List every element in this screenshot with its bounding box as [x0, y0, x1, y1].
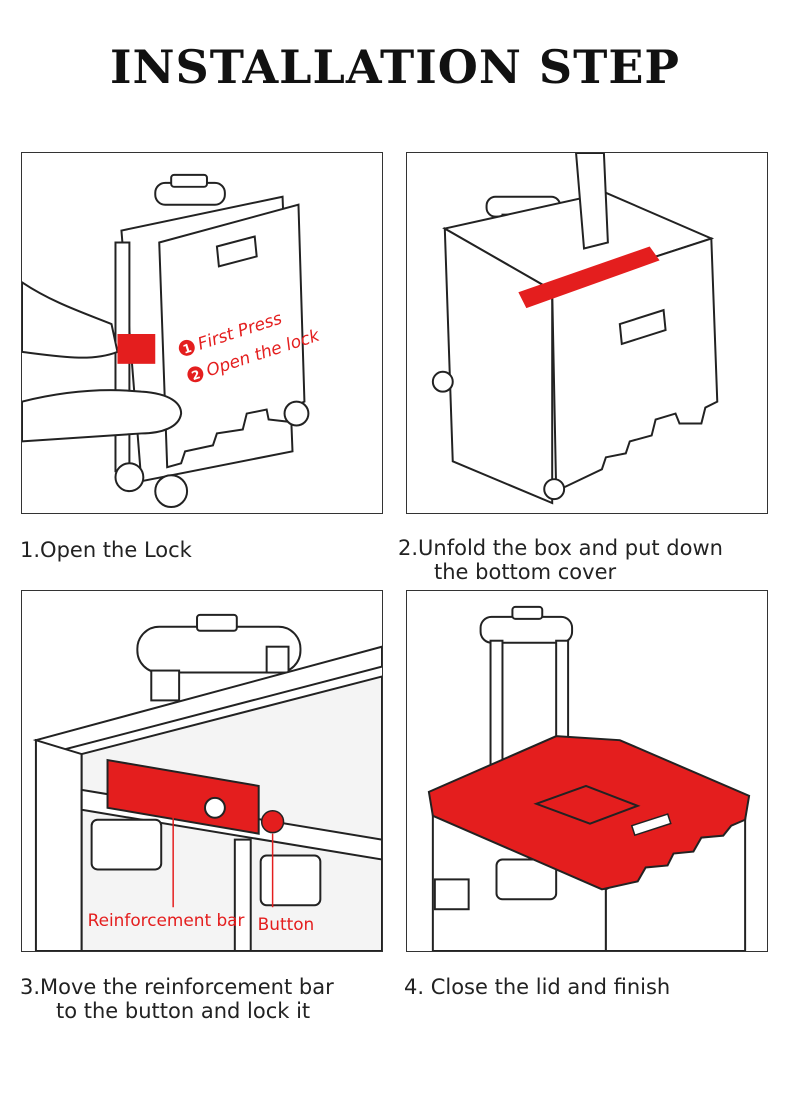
red-button	[260, 810, 285, 834]
wheel-left	[431, 370, 454, 393]
handle-top	[170, 173, 208, 188]
step-3-caption-line1: 3.Move the reinforcement bar	[20, 975, 334, 999]
handle-top	[511, 605, 544, 620]
step-2-caption-line1: 2.Unfold the box and put down	[398, 536, 723, 560]
number-badge-1	[178, 339, 195, 356]
red-lock	[117, 333, 156, 364]
lid-handle-recess	[533, 784, 641, 825]
wheel-front	[543, 478, 566, 501]
label-reinforcement-bar: Reinforcement bar	[88, 910, 245, 930]
number-badge-2	[187, 366, 204, 383]
hinge-post	[233, 838, 252, 951]
step-2-caption-line2: the bottom cover	[434, 560, 617, 584]
step-3-caption: 3.Move the reinforcement bar to the butt…	[20, 975, 334, 1023]
step-1-caption-line1: 1.Open the Lock	[20, 538, 192, 562]
red-bottom-cover	[518, 246, 660, 309]
red-lid	[427, 735, 751, 891]
label-button: Button	[258, 914, 315, 934]
step-2-drawing	[431, 153, 719, 505]
handle-slot	[618, 308, 667, 346]
step-4-illustration	[406, 590, 768, 952]
step-1-drawing: 1 First Press 2 Open the lock	[22, 173, 323, 509]
wheel-left	[114, 462, 145, 493]
step-3-illustration: Reinforcement bar Button	[21, 590, 383, 952]
wheel-right	[283, 400, 310, 427]
side-slot	[495, 858, 558, 901]
step-4-caption-line1: 4. Close the lid and finish	[404, 975, 671, 999]
number-badge-1-text: 1	[181, 341, 193, 357]
step-1-caption: 1.Open the Lock	[20, 538, 192, 562]
side-slot-right	[259, 854, 322, 907]
hand-arm	[575, 153, 609, 250]
lid-notch	[630, 813, 672, 837]
step-2-illustration	[406, 152, 768, 514]
step-1-illustration: 1 First Press 2 Open the lock	[21, 152, 383, 514]
step-4-drawing	[427, 605, 751, 951]
handle-pole-left	[489, 639, 504, 781]
page-title: INSTALLATION STEP	[109, 40, 681, 94]
side-slot	[90, 818, 163, 871]
handle-grip	[479, 615, 574, 644]
side-latch	[433, 878, 470, 911]
handle-stem-right	[265, 645, 290, 674]
step-3-drawing: Reinforcement bar Button	[32, 613, 382, 951]
box-left-post	[34, 738, 83, 951]
bar-hole	[203, 796, 226, 819]
step-4-caption: 4. Close the lid and finish	[404, 975, 670, 999]
hand-upper	[22, 281, 119, 359]
handle-stem-left	[150, 669, 181, 702]
wheel-center	[154, 474, 189, 509]
step-2-caption: 2.Unfold the box and put down the bottom…	[398, 536, 723, 584]
step-3-caption-line2: to the button and lock it	[56, 999, 311, 1023]
number-badge-2-text: 2	[190, 367, 202, 383]
handle-top	[196, 613, 238, 632]
hand-lower	[22, 389, 183, 443]
box-front-side	[551, 237, 719, 493]
handle-slot	[215, 235, 258, 268]
